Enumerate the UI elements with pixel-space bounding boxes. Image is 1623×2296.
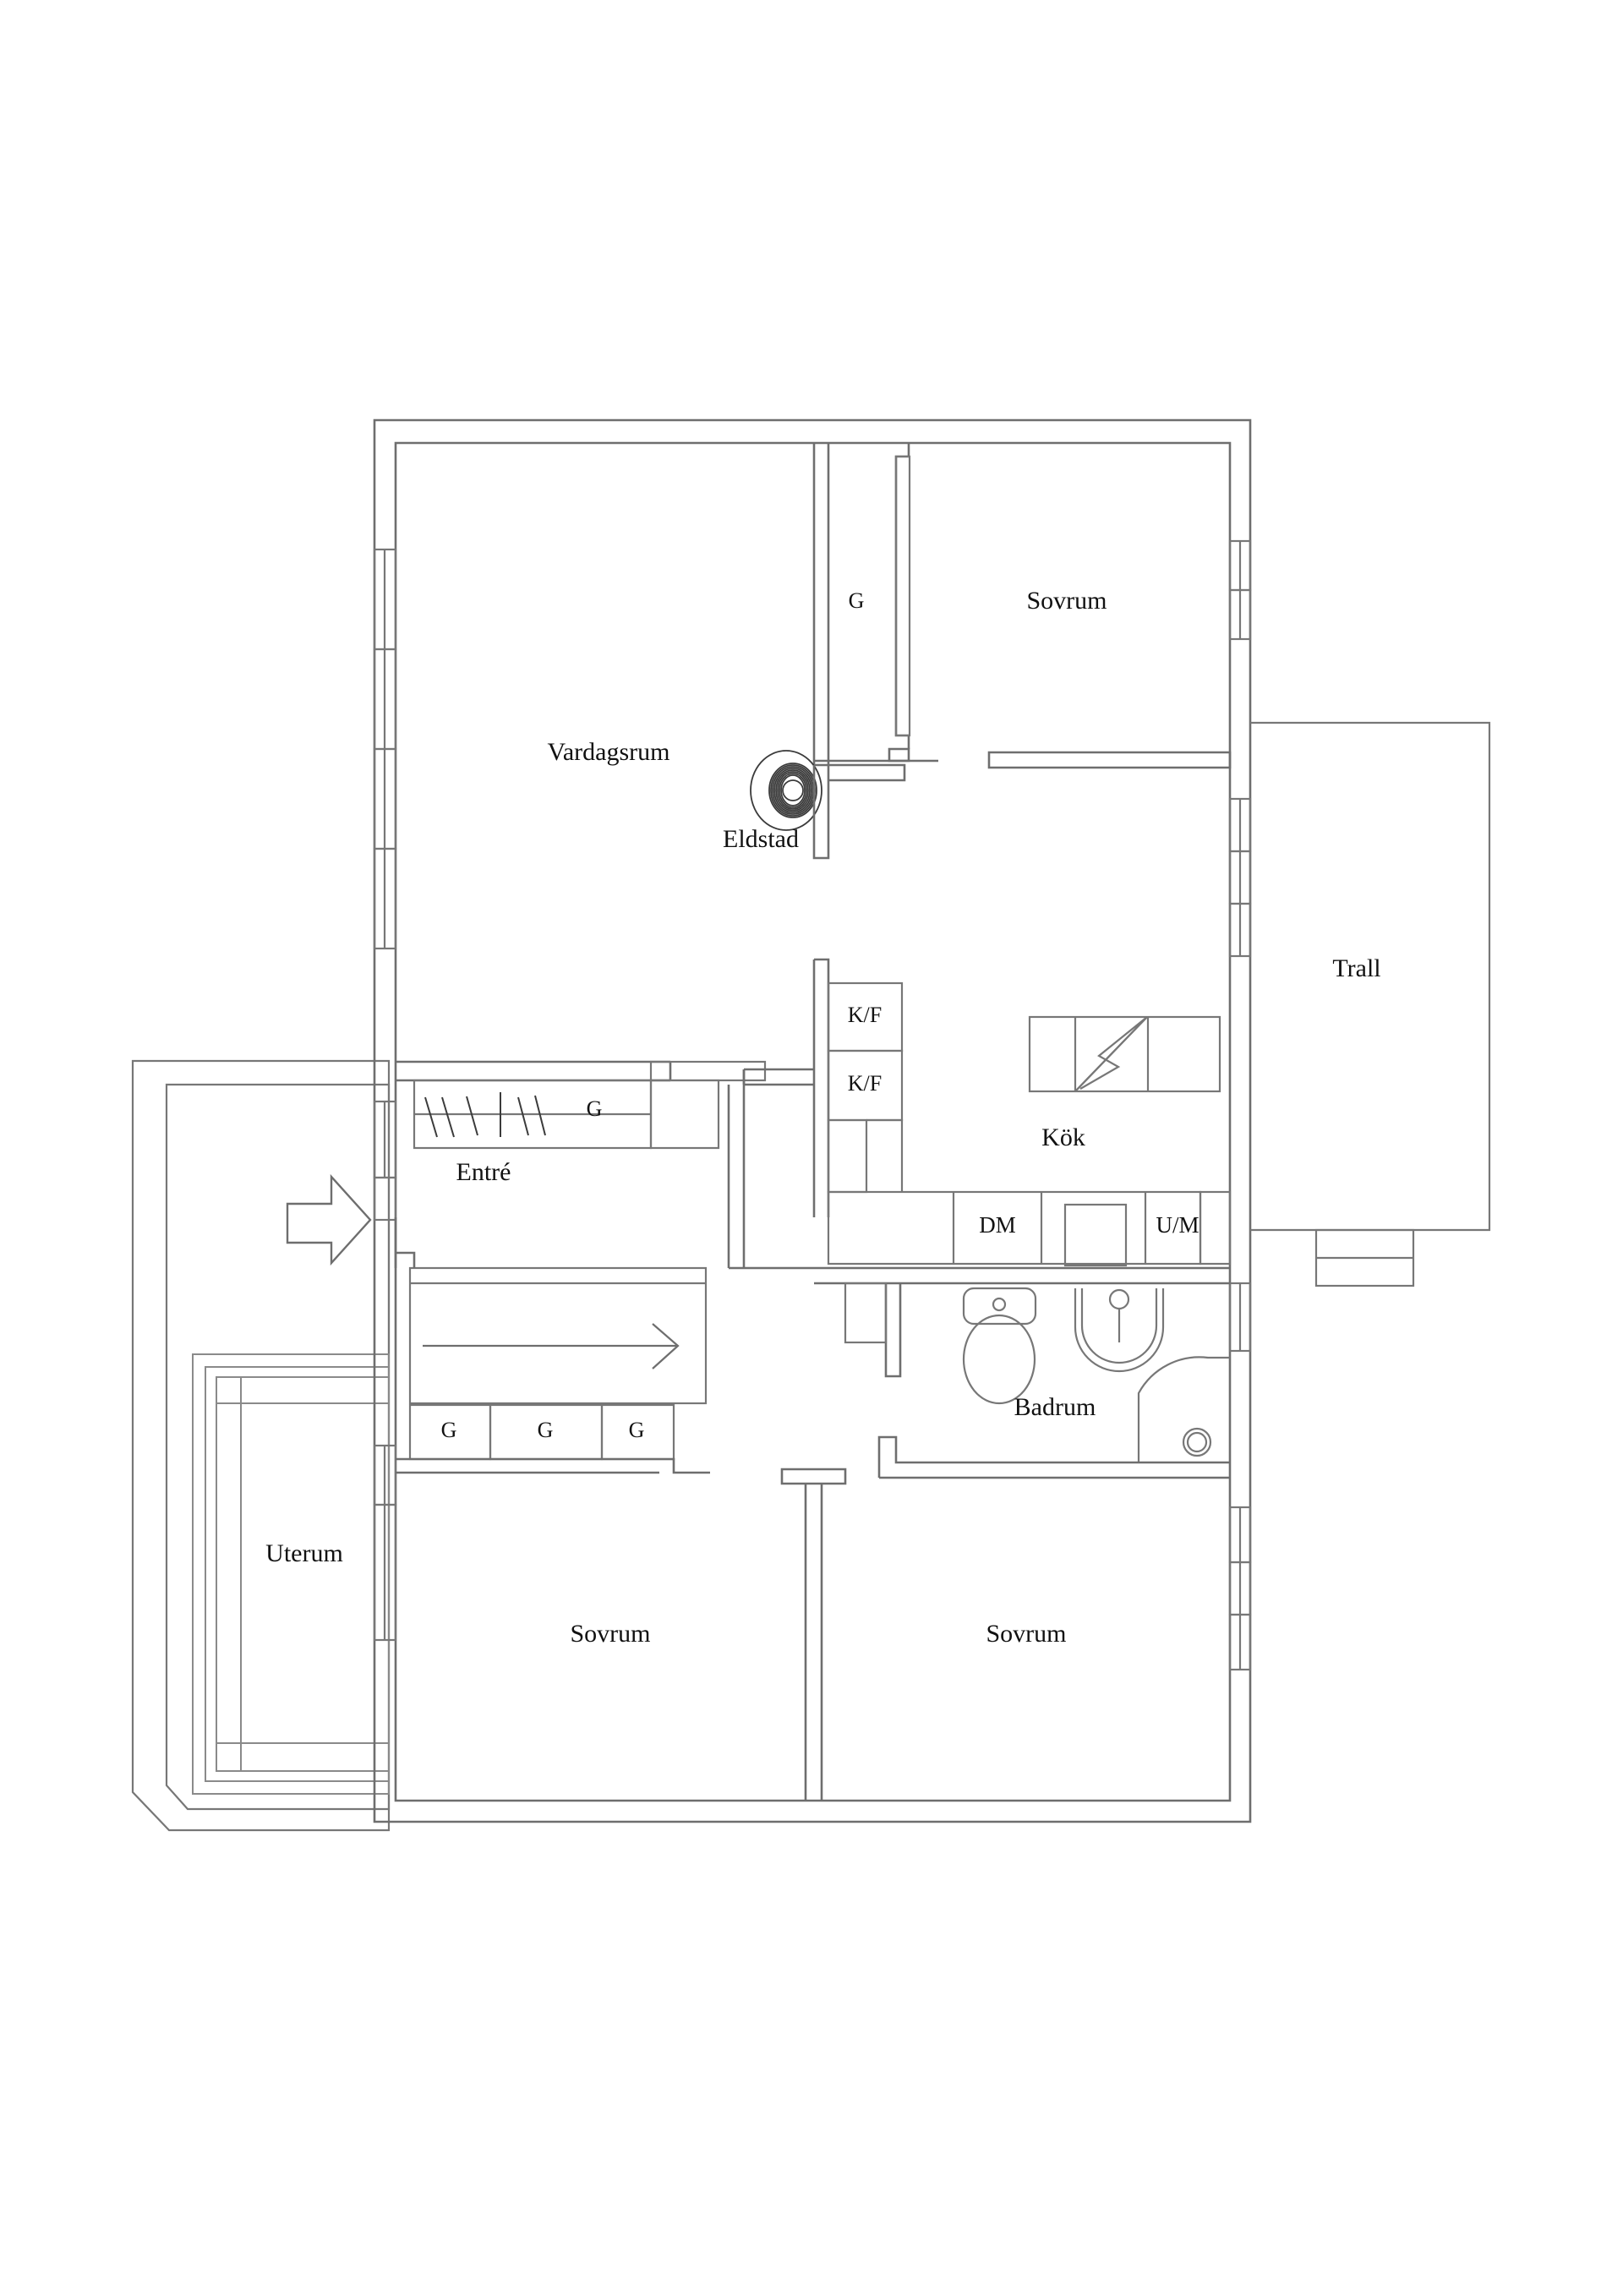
fireplace-wall-stub <box>812 765 830 860</box>
tag-label-g-hall-2: G <box>538 1418 554 1442</box>
shower-icon <box>1137 1356 1230 1462</box>
badrum-bathroom: Badrum <box>814 1266 1230 1479</box>
pantry-box <box>827 1118 868 1194</box>
wall-closet-divider-stub <box>894 443 910 749</box>
exterior-wall-inner <box>394 441 1232 1802</box>
room-label-sovrum-bottom-right: Sovrum <box>986 1620 1066 1648</box>
badrum-cabinet <box>844 1282 888 1344</box>
exterior-wall-outer <box>373 418 1252 1823</box>
kf-pantry-block: K/F K/F <box>742 958 904 1217</box>
wall-bedroom-divider-cap <box>780 1468 847 1485</box>
room-label-trall: Trall <box>1332 954 1380 982</box>
floor-drain-icon <box>1182 1427 1212 1457</box>
room-label-kok: Kök <box>1041 1123 1085 1151</box>
room-label-uterum: Uterum <box>265 1539 343 1567</box>
wardrobe-box-entre <box>649 1079 720 1150</box>
wall-badrum-bottom <box>877 1435 1230 1464</box>
room-label-eldstad: Eldstad <box>723 825 799 853</box>
interior-vertical-walls <box>727 1069 814 1270</box>
tag-label-kf-upper: K/F <box>848 1003 882 1027</box>
entre-area: G Entré <box>413 1060 767 1186</box>
tag-label-g-hall-3: G <box>629 1418 645 1442</box>
closet-sliding-door <box>894 455 911 737</box>
bottom-bedrooms: Sovrum Sovrum <box>570 1468 1067 1801</box>
tag-label-g-entre: G <box>587 1096 603 1121</box>
wall-below-wardrobes <box>396 1457 710 1474</box>
coat-hooks-icon <box>424 1092 546 1138</box>
trall-deck: Trall <box>1250 721 1491 1287</box>
room-label-badrum: Badrum <box>1014 1393 1096 1421</box>
uterum-glass-frame-outer <box>192 1353 390 1795</box>
wall-closet-bottom-stub <box>888 747 910 763</box>
vardagsrum-room: Vardagsrum <box>396 443 830 1082</box>
hall-area: G G G <box>394 1217 710 1474</box>
uterum-inner-outline <box>165 1083 391 1811</box>
tag-label-g-hall-1: G <box>441 1418 457 1442</box>
toilet-icon <box>962 1287 1037 1405</box>
kitchen-sink-icon <box>1063 1203 1128 1267</box>
uterum-structure: Uterum <box>131 1059 391 1832</box>
entry-arrow-icon <box>286 1173 372 1266</box>
hall-direction-arrow-icon <box>423 1323 680 1369</box>
hall-outline <box>408 1266 708 1405</box>
appliance-label-dm: DM <box>979 1212 1016 1238</box>
windows-right-wall <box>1228 539 1252 1671</box>
room-label-vardagsrum: Vardagsrum <box>548 738 670 766</box>
tag-label-kf-lower: K/F <box>848 1071 882 1096</box>
kok-kitchen: DM U/M Kök <box>827 1015 1232 1267</box>
kitchen-counter-upper <box>1028 1015 1221 1093</box>
sink-icon <box>1074 1288 1165 1373</box>
windows-left-wall <box>373 548 397 1642</box>
wall-kf-left-top-cap <box>814 958 830 972</box>
pantry-side-wall <box>866 1118 904 1192</box>
fireplace-wall-branch <box>814 763 906 782</box>
wall-badrum-partition <box>884 1283 902 1378</box>
room-label-entre: Entré <box>456 1158 511 1186</box>
room-label-sovrum-bottom-left: Sovrum <box>570 1620 650 1648</box>
sovrum-top-right: Sovrum G <box>814 443 1232 769</box>
wall-sovrum-top-bottom-right <box>987 751 1232 769</box>
uterum-outer-outline <box>131 1059 391 1832</box>
kitchen-counter-end <box>1199 1190 1232 1266</box>
tag-label-g-sovrum-top: G <box>849 588 865 613</box>
wall-entre-hall-corner <box>396 1251 416 1268</box>
uterum-glass-pane <box>216 1376 390 1772</box>
uterum-glass-frame-inner <box>205 1366 390 1782</box>
fireplace-icon <box>750 750 822 831</box>
door-left-entre <box>373 1176 397 1222</box>
house-outer-walls <box>373 418 1252 1823</box>
room-label-sovrum-top-right: Sovrum <box>1026 587 1107 615</box>
eldstad-fireplace: Eldstad <box>723 750 906 860</box>
appliance-label-um: U/M <box>1156 1212 1199 1238</box>
entre-shelf-bar <box>649 1060 767 1082</box>
stove-icon <box>1074 1016 1148 1092</box>
